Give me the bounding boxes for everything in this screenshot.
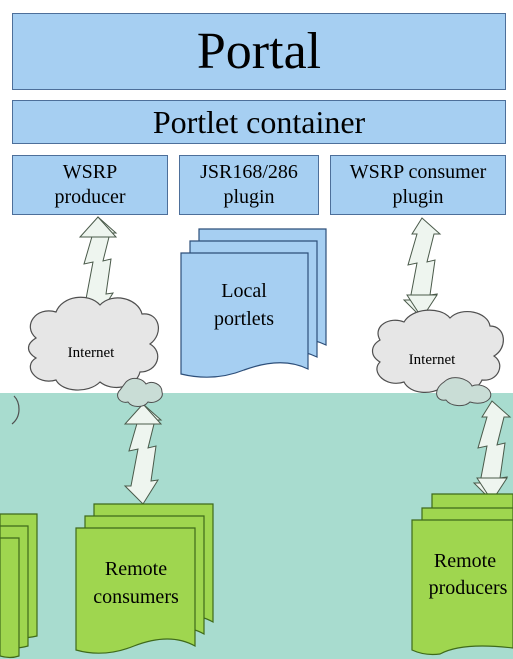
internet-cloud-right: Internet bbox=[371, 309, 504, 393]
local-portlets-line1: Local bbox=[221, 280, 267, 302]
internet-cloud-left: Internet bbox=[27, 296, 159, 391]
remote-producers-line1: Remote bbox=[434, 550, 496, 572]
wsrp-producer-line1: WSRP bbox=[62, 161, 118, 183]
bolt-arrow-upper-left bbox=[78, 216, 118, 318]
local-portlets-stack: Local portlets bbox=[180, 228, 327, 378]
wsrp-producer-line2: producer bbox=[54, 186, 126, 208]
bolt-arrow-upper-right bbox=[403, 217, 441, 319]
remote-producers-stack: Remote producers bbox=[411, 493, 513, 656]
remote-left-edge-stack bbox=[0, 513, 38, 659]
cloud-fragment-lower-left bbox=[11, 377, 163, 425]
bolt-arrow-lower-right bbox=[473, 400, 511, 502]
bolt-arrow-lower-left bbox=[123, 403, 163, 505]
portal-box: Portal bbox=[12, 13, 506, 90]
portlet-container-title: Portlet container bbox=[152, 103, 366, 140]
remote-producers-line2: producers bbox=[429, 577, 508, 599]
jsr-plugin-box: JSR168/286 plugin bbox=[179, 155, 319, 215]
portal-title: Portal bbox=[196, 23, 322, 80]
remote-consumers-line2: consumers bbox=[93, 586, 179, 608]
wsrp-producer-box: WSRP producer bbox=[12, 155, 168, 215]
internet-label-left: Internet bbox=[68, 345, 115, 361]
remote-consumers-stack: Remote consumers bbox=[75, 503, 214, 654]
wsrp-consumer-line2: plugin bbox=[392, 186, 444, 208]
local-portlets-line2: portlets bbox=[214, 308, 274, 330]
wsrp-consumer-line1: WSRP consumer bbox=[349, 161, 487, 183]
jsr-plugin-line1: JSR168/286 bbox=[200, 161, 298, 183]
wsrp-consumer-box: WSRP consumer plugin bbox=[330, 155, 506, 215]
internet-label-right: Internet bbox=[409, 352, 456, 368]
cloud-fragment-lower-right bbox=[436, 377, 492, 407]
portlet-container-box: Portlet container bbox=[12, 100, 506, 144]
remote-consumers-line1: Remote bbox=[105, 558, 167, 580]
jsr-plugin-line2: plugin bbox=[223, 186, 275, 208]
